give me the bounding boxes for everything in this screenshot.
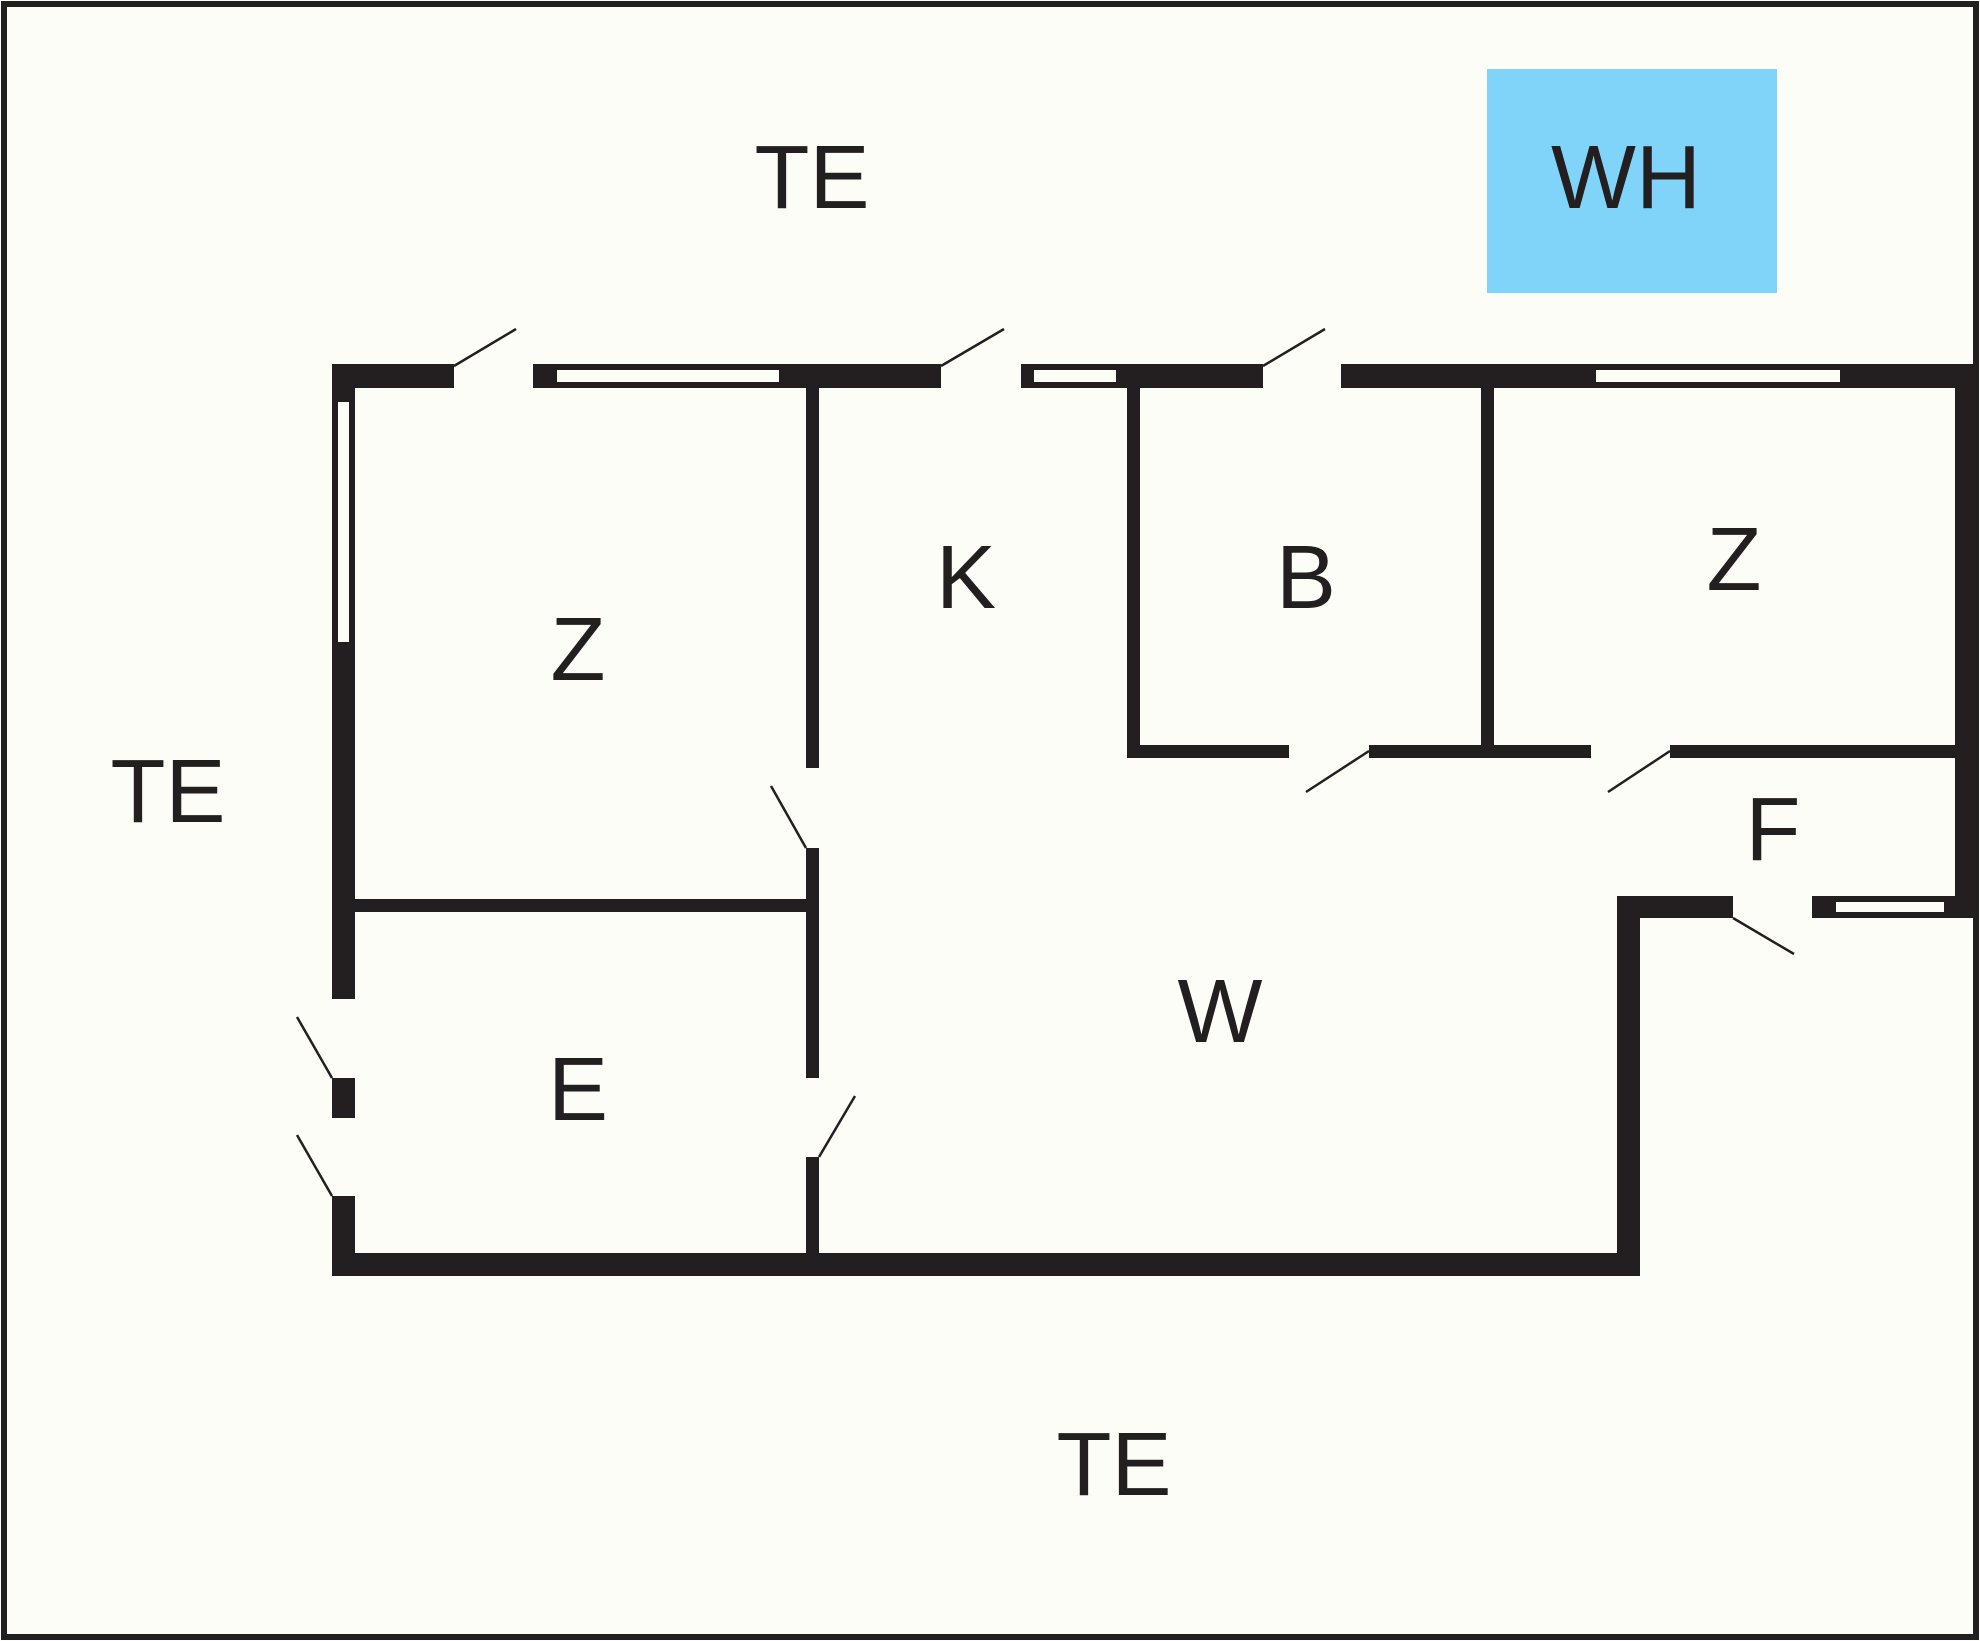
whirlpool-area [1487, 69, 1777, 293]
top-windows [557, 370, 1840, 382]
right-exterior-walls [1617, 364, 1976, 1276]
door-swing-bath [1305, 749, 1370, 794]
label-terrace-left: TE [110, 742, 225, 842]
label-whirlpool: WH [1551, 128, 1701, 228]
label-terrace-bottom: TE [1056, 1415, 1171, 1515]
bottom-exterior-wall [332, 1253, 1640, 1276]
door-swing-left-1 [295, 1016, 334, 1079]
door-swing-top-1 [453, 327, 517, 368]
hall-window [1836, 902, 1944, 912]
door-swings [295, 327, 1795, 1197]
label-room-entry: E [548, 1040, 608, 1140]
label-room-hall: F [1746, 780, 1801, 880]
door-swing-left-2 [295, 1134, 334, 1197]
door-swing-hall [1732, 916, 1795, 956]
door-swing-right-bedroom [1607, 749, 1671, 794]
door-swing-entry [817, 1095, 857, 1158]
left-window [338, 402, 349, 642]
label-room-living: W [1178, 962, 1263, 1062]
label-room-left-bedroom: Z [551, 600, 606, 700]
interior-walls [355, 388, 1955, 1253]
label-room-bath: B [1276, 528, 1336, 628]
door-swing-bedroom [769, 785, 808, 849]
door-swing-top-3 [1262, 327, 1326, 368]
label-terrace-top: TE [754, 128, 869, 228]
label-room-right-bedroom: Z [1707, 510, 1762, 610]
door-swing-top-2 [940, 327, 1005, 368]
label-room-kitchen: K [936, 528, 996, 628]
